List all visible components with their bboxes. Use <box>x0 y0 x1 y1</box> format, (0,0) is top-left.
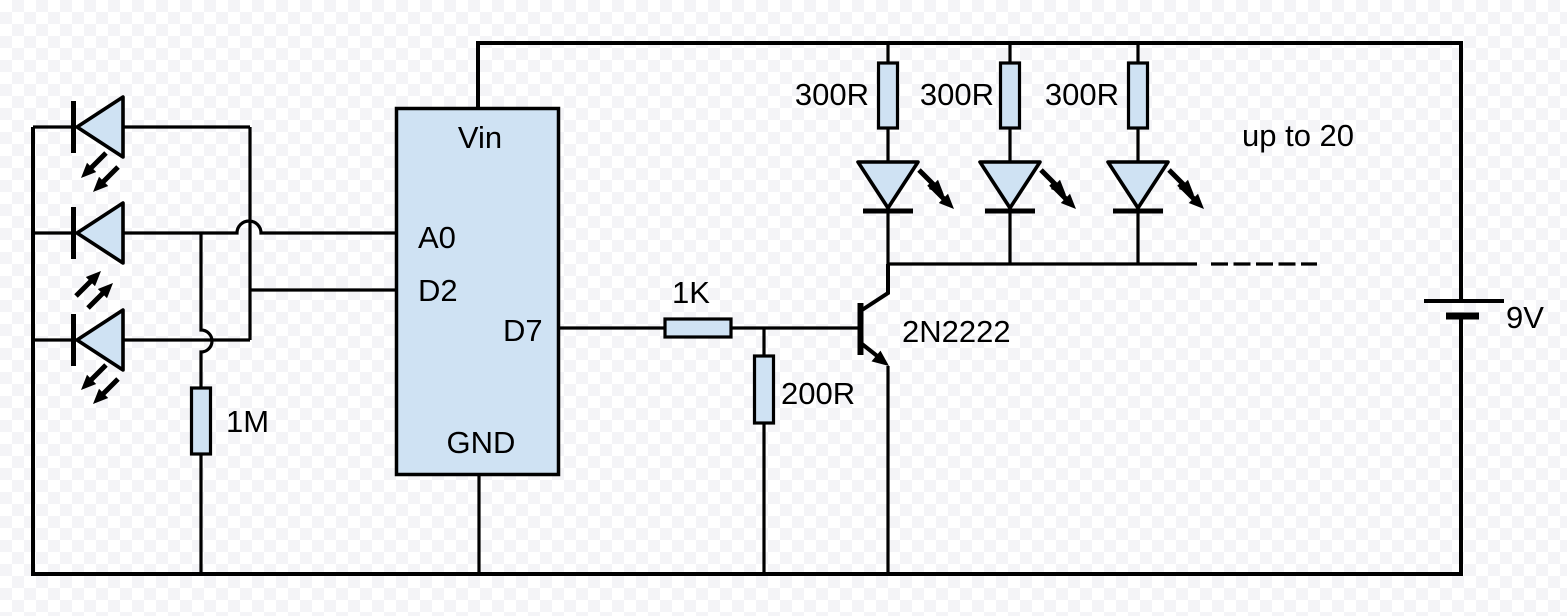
led-left-1 <box>33 95 250 192</box>
light-emit-arrow <box>81 365 106 390</box>
resistor-1m-branch: 1M <box>189 233 269 574</box>
base-drive-network: 1K 200R <box>558 275 858 574</box>
battery-9v: 9V <box>1424 299 1544 335</box>
output-led-branch-1: 300R <box>795 43 954 264</box>
resistor-300r-3-label: 300R <box>1045 77 1119 112</box>
transistor-label: 2N2222 <box>902 314 1011 349</box>
mcu-pin-label-gnd: GND <box>447 425 516 460</box>
light-emit-arrow <box>93 379 118 404</box>
resistor-300r-1 <box>876 61 900 130</box>
resistor-300r-2 <box>998 61 1022 130</box>
output-led-branch-2: 300R <box>920 43 1076 264</box>
light-receive-arrow <box>88 283 113 308</box>
light-emit-arrow <box>1169 170 1194 195</box>
output-led-branch-3: 300R <box>1045 43 1204 264</box>
light-emit-arrow <box>1041 170 1066 195</box>
transistor-2n2222: 2N2222 <box>857 264 1011 574</box>
mcu-pin-label-d2: D2 <box>418 273 458 308</box>
top-rail-wire <box>476 41 1463 299</box>
resistor-300r-2-label: 300R <box>920 77 994 112</box>
resistor-1k <box>663 317 733 339</box>
mcu-pin-label-a0: A0 <box>418 220 456 255</box>
resistor-1m <box>189 386 213 456</box>
resistor-300r-1-label: 300R <box>795 77 869 112</box>
light-receive-arrow <box>76 271 101 296</box>
power-rails <box>31 41 1463 576</box>
light-emit-arrow <box>1179 184 1204 209</box>
mcu-pin-label-vin: Vin <box>458 120 502 155</box>
led-triangle <box>1106 160 1170 210</box>
transistor-emitter-arrow <box>871 350 889 366</box>
transistor-collector <box>860 264 890 312</box>
light-emit-arrow <box>929 184 954 209</box>
sensor-led-column <box>33 95 396 404</box>
resistor-1k-label: 1K <box>672 275 710 310</box>
led-triangle <box>75 308 125 372</box>
mcu-pin-label-d7: D7 <box>503 313 543 348</box>
resistor-200r <box>752 354 776 425</box>
wire-with-hop <box>199 233 214 388</box>
led-triangle <box>978 160 1042 210</box>
resistor-300r-3 <box>1126 61 1150 130</box>
led-triangle <box>75 95 125 159</box>
light-emit-arrow <box>81 153 106 178</box>
led-left-3 <box>33 308 250 404</box>
led-triangle <box>75 201 125 265</box>
mcu-body <box>394 106 561 477</box>
mcu-block: Vin A0 D2 D7 GND <box>394 106 561 574</box>
light-emit-arrow <box>93 167 118 192</box>
battery-label: 9V <box>1506 300 1544 335</box>
resistor-1m-label: 1M <box>226 404 269 439</box>
light-emit-arrow <box>919 170 944 195</box>
note-up-to-20: up to 20 <box>1242 118 1354 153</box>
light-emit-arrow <box>1051 184 1076 209</box>
a0-wire-with-hop <box>123 219 396 235</box>
led-left-2-sensor <box>33 201 396 308</box>
resistor-200r-label: 200R <box>781 376 855 411</box>
led-triangle <box>856 160 920 210</box>
